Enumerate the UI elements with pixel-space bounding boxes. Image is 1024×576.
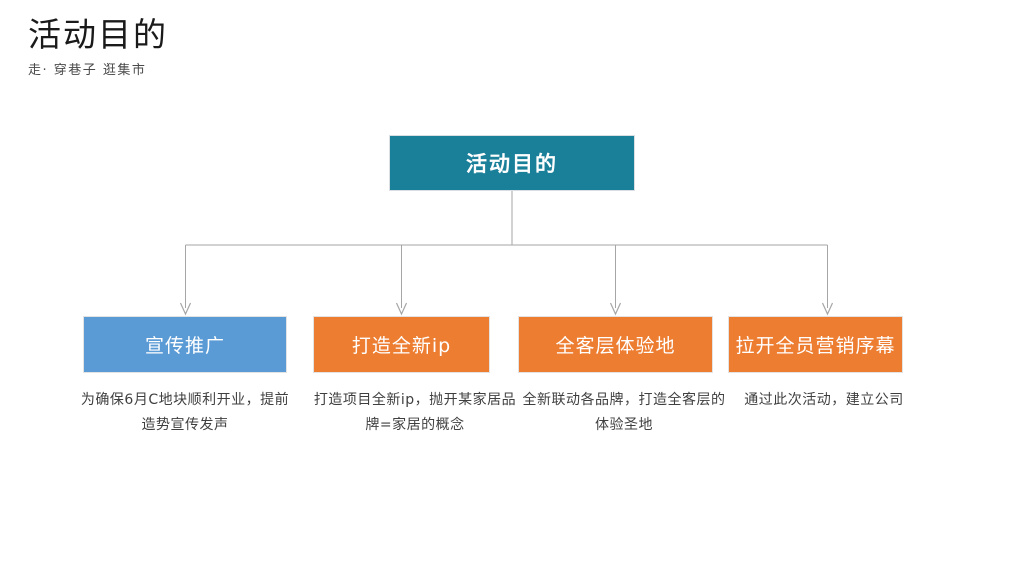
- arrowhead-0: [179, 302, 192, 316]
- caption-child-1: 打造项目全新ip，抛开某家居品牌=家居的概念: [313, 392, 517, 433]
- node-child-quankecengtiyandi[interactable]: 全客层体验地: [518, 316, 713, 373]
- arrowhead-1: [395, 302, 408, 316]
- arrowhead-3: [821, 302, 834, 316]
- node-child-xuanchuantuiguang[interactable]: 宣传推广: [83, 316, 287, 373]
- caption-child-2: 全新联动各品牌，打造全客层的体验圣地: [522, 392, 726, 433]
- node-child-lakaiquanyuanyingxiaoxumu[interactable]: 拉开全员营销序幕: [728, 316, 903, 373]
- node-root[interactable]: 活动目的: [389, 135, 635, 191]
- page-subtitle: 走· 穿巷子 逛集市: [28, 63, 147, 78]
- caption-child-3: 通过此次活动，建立公司: [744, 392, 904, 408]
- node-child-dazaoquanxinip[interactable]: 打造全新ip: [313, 316, 490, 373]
- arrowhead-2: [609, 302, 622, 316]
- caption-child-0: 为确保6月C地块顺利开业，提前造势宣传发声: [80, 392, 290, 433]
- page-title: 活动目的: [28, 15, 168, 54]
